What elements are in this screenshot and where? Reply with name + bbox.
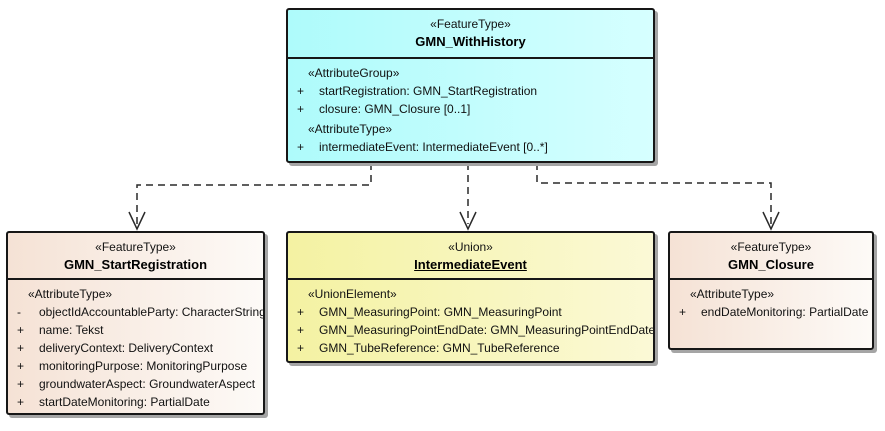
class-header: «Union» IntermediateEvent: [288, 233, 653, 280]
attribute-row: + closure: GMN_Closure [0..1]: [288, 100, 653, 118]
uml-class-intermediateevent: «Union» IntermediateEvent «UnionElement»…: [286, 231, 655, 363]
attribute-row: + endDateMonitoring: PartialDate: [670, 303, 872, 321]
visibility-marker: +: [17, 377, 25, 391]
class-attributes: «AttributeType» - objectIdAccountablePar…: [8, 280, 263, 411]
arrowhead-down-icon: [762, 211, 780, 231]
visibility-marker: +: [297, 305, 305, 319]
visibility-marker: +: [297, 140, 305, 154]
attribute-row: + GMN_MeasuringPointEndDate: GMN_Measuri…: [288, 321, 653, 339]
visibility-marker: +: [17, 323, 25, 337]
dependency-withhistory-to-intermediateevent: [459, 163, 477, 231]
attribute-group-stereotype: «AttributeType»: [308, 122, 393, 136]
uml-class-gmn-closure: «FeatureType» GMN_Closure «AttributeType…: [668, 231, 874, 350]
attribute-group-stereotype: «AttributeType»: [28, 287, 113, 301]
arrowhead-down-icon: [459, 211, 477, 231]
attribute-row: + monitoringPurpose: MonitoringPurpose: [8, 357, 263, 375]
visibility-marker: +: [297, 341, 305, 355]
class-header: «FeatureType» GMN_StartRegistration: [8, 233, 263, 280]
visibility-marker: -: [17, 305, 21, 319]
attribute-group-stereotype: «AttributeType»: [690, 287, 775, 301]
attribute-row: + GMN_TubeReference: GMN_TubeReference: [288, 339, 653, 357]
attribute-text: intermediateEvent: IntermediateEvent [0.…: [319, 140, 548, 154]
class-stereotype: «FeatureType»: [95, 240, 176, 254]
visibility-marker: +: [297, 84, 305, 98]
class-header: «FeatureType» GMN_Closure: [670, 233, 872, 280]
uml-class-gmn-withhistory: «FeatureType» GMN_WithHistory «Attribute…: [286, 8, 655, 163]
class-name: GMN_WithHistory: [415, 34, 526, 49]
attribute-text: GMN_MeasuringPoint: GMN_MeasuringPoint: [319, 305, 562, 319]
attribute-text: startDateMonitoring: PartialDate: [39, 395, 210, 409]
attribute-group-stereotype: «UnionElement»: [308, 287, 397, 301]
dependency-withhistory-to-startregistration: [128, 163, 372, 231]
attribute-row: + name: Tekst: [8, 321, 263, 339]
class-name: IntermediateEvent: [414, 257, 527, 272]
class-header: «FeatureType» GMN_WithHistory: [288, 10, 653, 59]
class-attributes: «AttributeGroup» + startRegistration: GM…: [288, 59, 653, 156]
attribute-row: + intermediateEvent: IntermediateEvent […: [288, 138, 653, 156]
class-name: GMN_StartRegistration: [63, 257, 208, 272]
visibility-marker: +: [17, 341, 25, 355]
class-name: GMN_Closure: [728, 257, 814, 272]
visibility-marker: +: [17, 395, 25, 409]
attribute-text: GMN_TubeReference: GMN_TubeReference: [319, 341, 560, 355]
class-stereotype: «FeatureType»: [430, 17, 511, 31]
attribute-text: closure: GMN_Closure [0..1]: [319, 102, 471, 116]
class-stereotype: «Union»: [448, 240, 493, 254]
visibility-marker: +: [679, 305, 687, 319]
attribute-text: deliveryContext: DeliveryContext: [39, 341, 214, 355]
attribute-group-stereotype: «AttributeGroup»: [308, 66, 400, 80]
class-stereotype: «FeatureType»: [730, 240, 812, 254]
attribute-text: startRegistration: GMN_StartRegistration: [319, 84, 538, 98]
visibility-marker: +: [17, 359, 25, 373]
attribute-row: + GMN_MeasuringPoint: GMN_MeasuringPoint: [288, 303, 653, 321]
arrowhead-down-icon: [128, 211, 146, 231]
attribute-row: + deliveryContext: DeliveryContext: [8, 339, 263, 357]
class-attributes: «AttributeType» + endDateMonitoring: Par…: [670, 280, 872, 321]
attribute-text: groundwaterAspect: GroundwaterAspect: [39, 377, 256, 391]
uml-class-gmn-startregistration: «FeatureType» GMN_StartRegistration «Att…: [6, 231, 265, 415]
dependency-withhistory-to-closure: [536, 163, 780, 231]
class-attributes: «UnionElement» + GMN_MeasuringPoint: GMN…: [288, 280, 653, 357]
attribute-text: objectIdAccountableParty: CharacterStrin…: [39, 305, 265, 319]
visibility-marker: +: [297, 102, 305, 116]
visibility-marker: +: [297, 323, 305, 337]
attribute-row: - objectIdAccountableParty: CharacterStr…: [8, 303, 263, 321]
attribute-row: + groundwaterAspect: GroundwaterAspect: [8, 375, 263, 393]
attribute-text: endDateMonitoring: PartialDate: [701, 305, 869, 319]
attribute-text: name: Tekst: [39, 323, 104, 337]
attribute-text: GMN_MeasuringPointEndDate: GMN_Measuring…: [319, 323, 655, 337]
attribute-row: + startRegistration: GMN_StartRegistrati…: [288, 82, 653, 100]
attribute-text: monitoringPurpose: MonitoringPurpose: [39, 359, 248, 373]
attribute-row: + startDateMonitoring: PartialDate: [8, 393, 263, 411]
